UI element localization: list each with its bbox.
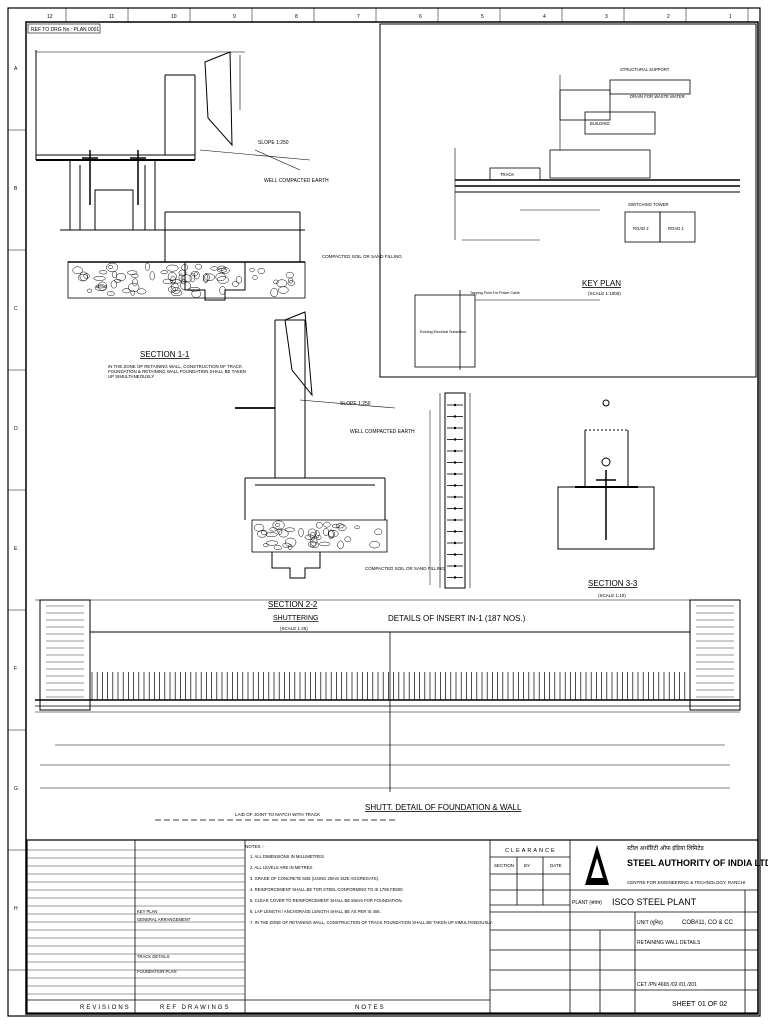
note-line: 5. CLEAR COVER TO REINFORCEMENT SHALL BE…: [250, 898, 403, 903]
ref-note: REF TO DRG No : PLAN 0001: [31, 27, 99, 33]
ref-drawings-label: REF DRAWINGS: [160, 1005, 230, 1011]
revisions-label: REVISIONS: [80, 1005, 131, 1011]
keyplan-label-road2: ROAD 2: [633, 226, 649, 231]
section-2-2-stone-fill: [254, 520, 383, 551]
key-plan-box: [379, 23, 757, 378]
notes-header: NOTES :-: [245, 844, 265, 849]
margin-number: 9: [233, 14, 236, 20]
note-line: 6. LAP LENGTH / ANCHORAGE LENGTH SHALL B…: [250, 909, 381, 914]
keyplan-label-track: TRACK: [500, 172, 514, 177]
section-2-2-title: SECTION 2-2: [268, 600, 318, 609]
margin-number: 8: [295, 14, 298, 20]
company-name: STEEL AUTHORITY OF INDIA LTD.: [627, 858, 768, 868]
title-block-grid: [26, 839, 759, 1014]
margin-letter: E: [14, 546, 18, 552]
shuttering-title: SHUTT. DETAIL OF FOUNDATION & WALL: [365, 803, 522, 812]
left-margin-letters: A B C D E F G H: [8, 66, 26, 971]
note-line: 7. IN THE ZONE OF RETAINING WALL, CONSTR…: [250, 920, 493, 925]
ref-row-1: KEY PLAN: [137, 909, 157, 914]
ref-row-2: GENERAL ARRANGEMENT: [137, 917, 191, 922]
ref-row-3: TRACK DETAILS: [137, 954, 170, 959]
note-line: 4. REINFORCEMENT SHALL BE TOR STEEL CONF…: [250, 887, 404, 892]
keyplan-label-substation: Existing Electrical Substation: [420, 330, 466, 334]
margin-number: 6: [419, 14, 422, 20]
unit-label: UNIT (यूनिट): [637, 919, 663, 926]
insert-title: DETAILS OF INSERT IN-1 (187 NOS.): [388, 614, 526, 623]
margin-letter: H: [14, 906, 18, 912]
outer-border: [7, 7, 761, 1017]
margin-letter: G: [14, 786, 18, 792]
clearance-section-col: SECTION: [494, 863, 514, 868]
section-2-2-scale: (SCALE 1:25): [280, 626, 308, 631]
centre-name: CENTRE FOR ENGINEERING & TECHNOLOGY, RAN…: [627, 880, 745, 885]
drawing-number: CET /PN 4665 /02 /01 /201: [637, 982, 697, 988]
clearance-by-col: BY: [524, 863, 530, 868]
keyplan-label-tower: SWITCHING TOWER: [628, 202, 669, 207]
jack-note: LAID OF JOINT TO MATCH WITH TRACK: [235, 812, 320, 817]
section-3-3-title: SECTION 3-3: [588, 579, 638, 588]
drawing-title: RETAINING WALL DETAILS: [637, 940, 701, 946]
margin-letter: C: [14, 306, 18, 312]
top-margin-numbers: 12 11 10 9 8 7 6 5 4 3 2 1: [47, 8, 749, 22]
sail-logo: [585, 845, 609, 885]
section-1-1-note: IN THE ZONE OF RETAINING WALL, CONSTRUCT…: [108, 364, 246, 379]
earth-note-2: WELL COMPACTED EARTH: [350, 429, 415, 435]
margin-number: 2: [667, 14, 670, 20]
margin-number: 11: [109, 14, 114, 20]
clearance-label: CLEARANCE: [505, 848, 557, 854]
company-hindi: स्टील अथॉरिटी ऑफ इंडिया लिमिटेड: [627, 844, 705, 852]
margin-letter: B: [14, 186, 18, 192]
fill-note-2: COMPACTED SOIL OR SAND FILLING: [365, 566, 445, 571]
ref-row-4: FOUNDATION PLAN: [137, 969, 176, 974]
notes-list: 1. ALL DIMENSIONS IN MILLIMETRES. 2. ALL …: [250, 854, 493, 925]
sheet-label: SHEET: [672, 1001, 696, 1008]
section-1-1-title: SECTION 1-1: [140, 350, 190, 359]
key-plan-title: KEY PLAN: [582, 279, 621, 288]
insert-detail-drawing: [429, 392, 471, 589]
foundation-wall-elevation: [35, 599, 741, 821]
section-1-1-drawing: [35, 50, 311, 301]
keyplan-label-tapping: Tapping Point For Power Cable: [470, 291, 520, 295]
key-plan-drawing: [414, 75, 740, 370]
margin-letter: A: [14, 66, 18, 72]
keyplan-label-building: BUILDING: [590, 121, 610, 126]
note-line: 3. GRADE OF CONCRETE M25 (USING 20mm SIZ…: [250, 876, 379, 881]
margin-letter: F: [14, 666, 17, 672]
margin-number: 7: [357, 14, 360, 20]
notes-label: NOTES: [355, 1005, 386, 1011]
fill-note-1: COMPACTED SOIL OR SAND FILLING: [322, 254, 402, 259]
note-line: 2. ALL LEVELS ARE IN METRES.: [250, 865, 313, 870]
section-3-3-scale: (SCALE 1:10): [598, 593, 626, 598]
margin-letter: D: [14, 426, 18, 432]
slope-note-2: SLOPE 1:250: [340, 401, 371, 407]
margin-number: 12: [47, 14, 53, 20]
margin-number: 10: [171, 14, 177, 20]
plant-name: ISCO STEEL PLANT: [612, 897, 697, 907]
keyplan-label-drain: DRAIN FOR WASTE WATER: [630, 94, 685, 99]
section-2-2-subtitle: SHUTTERING: [273, 615, 319, 622]
revision-table-rows: [27, 849, 245, 995]
key-plan-scale: (SCALE 1:1000): [588, 291, 621, 296]
plant-label: PLANT (संयंत्र): [572, 899, 602, 906]
margin-number: 3: [605, 14, 608, 20]
earth-note-1: WELL COMPACTED EARTH: [264, 178, 329, 184]
clearance-date-col: DATE: [550, 863, 562, 868]
keyplan-label-road1: ROAD 1: [668, 226, 684, 231]
section-2-2-drawing: [235, 311, 396, 579]
unit-value: COB#11, CO & CC: [682, 920, 734, 926]
sheet-value: 01 OF 02: [698, 1001, 727, 1008]
margin-number: 4: [543, 14, 546, 20]
slope-note-1: SLOPE 1:250: [258, 140, 289, 146]
insert-detail-studs: [447, 403, 463, 579]
section-3-3-drawing: [557, 399, 655, 550]
wall-stud-row: [46, 605, 734, 700]
note-line: 1. ALL DIMENSIONS IN MILLIMETRES.: [250, 854, 325, 859]
margin-number: 5: [481, 14, 484, 20]
keyplan-label-support: STRUCTURAL SUPPORT: [620, 67, 670, 72]
margin-number: 1: [729, 14, 732, 20]
inner-border: [25, 21, 759, 1015]
section-1-1-stone-fill: [72, 262, 295, 298]
